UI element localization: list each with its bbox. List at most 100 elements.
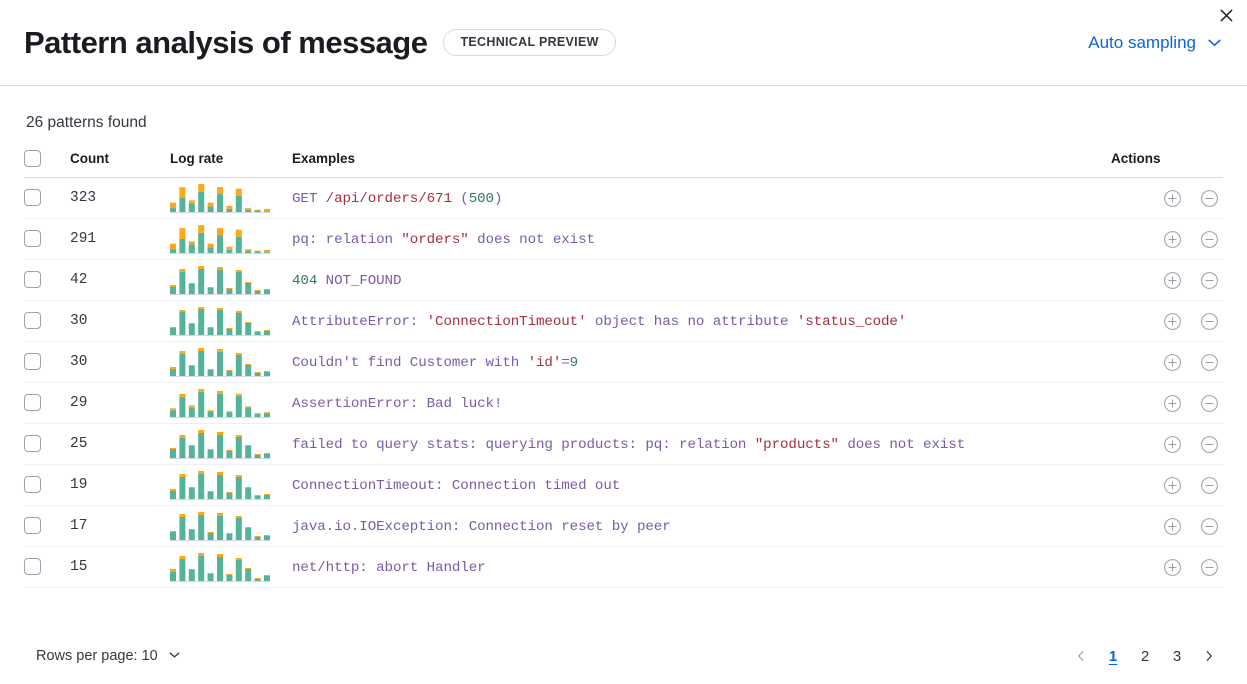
row-actions [1111, 341, 1223, 383]
example-token: 'status_code' [796, 314, 907, 330]
example-token: java.io.IOException: Connection reset by… [292, 519, 671, 535]
row-log-rate-sparkline [170, 177, 292, 219]
row-checkbox[interactable] [24, 312, 41, 330]
plus-in-circle-icon[interactable] [1163, 271, 1182, 290]
plus-in-circle-icon[interactable] [1163, 189, 1182, 208]
table-row[interactable]: 25 failed to query stats: querying produc… [24, 423, 1223, 465]
row-example: java.io.IOException: Connection reset by… [292, 505, 1111, 547]
plus-in-circle-icon[interactable] [1163, 435, 1182, 454]
flyout-body: 26 patterns found Count Log rate Example… [0, 86, 1247, 588]
row-checkbox[interactable] [24, 517, 41, 535]
row-example: failed to query stats: querying products… [292, 423, 1111, 465]
example-token: ConnectionTimeout: Connection timed out [292, 478, 621, 494]
row-checkbox[interactable] [24, 476, 41, 494]
row-actions [1111, 382, 1223, 424]
row-checkbox[interactable] [24, 394, 41, 412]
patterns-table-header: Count Log rate Examples Actions [24, 150, 1223, 178]
example-token: net/http: abort Handler [292, 560, 486, 576]
row-select-cell [24, 218, 70, 260]
plus-in-circle-icon[interactable] [1163, 558, 1182, 577]
minus-in-circle-icon[interactable] [1200, 435, 1219, 454]
minus-in-circle-icon[interactable] [1200, 271, 1219, 290]
example-token: Couldn't find Customer with [292, 355, 528, 371]
row-log-rate-sparkline [170, 546, 292, 588]
minus-in-circle-icon[interactable] [1200, 476, 1219, 495]
row-select-cell [24, 505, 70, 547]
pagination-page-3[interactable]: 3 [1172, 647, 1182, 665]
table-row[interactable]: 15 net/http: abort Handler [24, 546, 1223, 588]
pagination-prev-button[interactable] [1067, 642, 1095, 670]
plus-in-circle-icon[interactable] [1163, 476, 1182, 495]
row-select-cell [24, 423, 70, 465]
pagination-next-button[interactable] [1195, 642, 1223, 670]
row-select-cell [24, 341, 70, 383]
pagination-page-1[interactable]: 1 [1108, 647, 1118, 665]
minus-in-circle-icon[interactable] [1200, 353, 1219, 372]
row-count: 19 [70, 464, 170, 506]
example-token: 'ConnectionTimeout' [426, 314, 587, 330]
plus-in-circle-icon[interactable] [1163, 517, 1182, 536]
close-icon[interactable] [1214, 3, 1238, 27]
chevron-down-icon [1206, 34, 1223, 51]
row-actions [1111, 218, 1223, 260]
row-log-rate-sparkline [170, 218, 292, 260]
minus-in-circle-icon[interactable] [1200, 312, 1219, 331]
row-log-rate-sparkline [170, 341, 292, 383]
patterns-found-count: 26 patterns found [26, 114, 147, 131]
minus-in-circle-icon[interactable] [1200, 558, 1219, 577]
example-token: GET [292, 191, 326, 207]
actions-header: Actions [1111, 150, 1223, 178]
row-select-cell [24, 259, 70, 301]
plus-in-circle-icon[interactable] [1163, 230, 1182, 249]
row-actions [1111, 259, 1223, 301]
minus-in-circle-icon[interactable] [1200, 517, 1219, 536]
row-example: AssertionError: Bad luck! [292, 382, 1111, 424]
row-count: 291 [70, 218, 170, 260]
minus-in-circle-icon[interactable] [1200, 394, 1219, 413]
plus-in-circle-icon[interactable] [1163, 353, 1182, 372]
example-token: object has no attribute [586, 314, 797, 330]
example-token: AssertionError: Bad luck! [292, 396, 503, 412]
select-all-checkbox[interactable] [24, 150, 41, 167]
row-checkbox[interactable] [24, 271, 41, 289]
auto-sampling-dropdown[interactable]: Auto sampling [1088, 33, 1223, 53]
row-select-cell [24, 464, 70, 506]
rows-per-page-label: Rows per page: 10 [36, 648, 158, 664]
minus-in-circle-icon[interactable] [1200, 230, 1219, 249]
row-count: 323 [70, 177, 170, 219]
row-checkbox[interactable] [24, 558, 41, 576]
row-count: 15 [70, 546, 170, 588]
row-count: 42 [70, 259, 170, 301]
minus-in-circle-icon[interactable] [1200, 189, 1219, 208]
example-token: 'id' [527, 355, 562, 371]
patterns-table: Count Log rate Examples Actions 323 GET /… [24, 150, 1223, 588]
example-token: ) [493, 191, 503, 207]
example-token: 500 [468, 191, 494, 207]
pagination-page-2[interactable]: 2 [1140, 647, 1150, 665]
row-count: 25 [70, 423, 170, 465]
example-token: pq: relation [292, 232, 402, 248]
flyout-header: Pattern analysis of message TECHNICAL PR… [0, 0, 1247, 86]
row-checkbox[interactable] [24, 189, 41, 207]
row-checkbox[interactable] [24, 230, 41, 248]
example-token: /api/orders/671 [325, 191, 452, 207]
row-checkbox[interactable] [24, 353, 41, 371]
plus-in-circle-icon[interactable] [1163, 312, 1182, 331]
plus-in-circle-icon[interactable] [1163, 394, 1182, 413]
row-log-rate-sparkline [170, 300, 292, 342]
row-select-cell [24, 382, 70, 424]
rows-per-page-select[interactable]: Rows per page: 10 [24, 647, 182, 666]
row-actions [1111, 177, 1223, 219]
row-example: net/http: abort Handler [292, 546, 1111, 588]
row-checkbox[interactable] [24, 435, 41, 453]
table-row[interactable]: 19 ConnectionTimeout: Connection timed ou… [24, 464, 1223, 506]
example-token: = [561, 355, 570, 371]
